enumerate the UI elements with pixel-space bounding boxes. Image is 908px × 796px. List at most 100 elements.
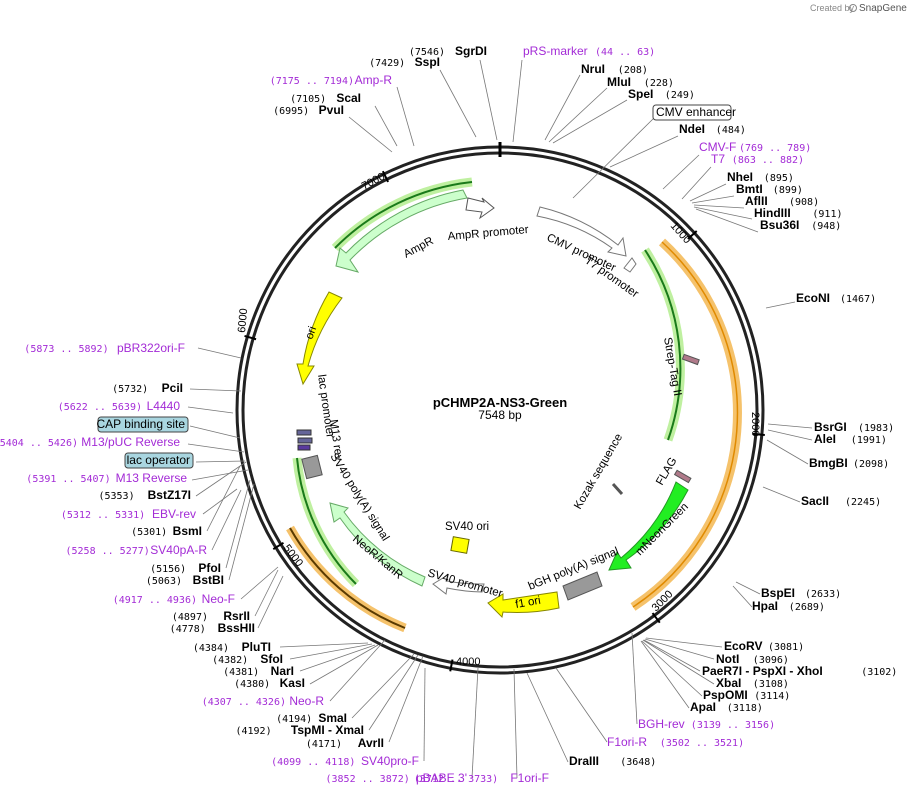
site-label[interactable]: RsrII(4897) <box>172 609 250 623</box>
site-label[interactable]: L4440(5622 .. 5639) <box>58 399 181 413</box>
site-name: NheI <box>727 170 753 184</box>
site-name: XbaI <box>716 676 741 690</box>
site-label[interactable]: EBV-rev(5312 .. 5331) <box>61 507 196 521</box>
site-label[interactable]: CAP binding site <box>97 416 189 433</box>
ampr-shape[interactable] <box>335 189 468 273</box>
site-label[interactable]: BssHII(4778) <box>170 621 255 635</box>
site-label[interactable]: EcoRV(3081) <box>724 639 804 653</box>
site-label[interactable]: SacII(2245) <box>801 494 881 508</box>
bgh-polya-shape[interactable] <box>562 571 603 601</box>
site-name: NarI <box>271 664 294 678</box>
site-label[interactable]: DraIII(3648) <box>569 754 656 768</box>
m13-rev-shape[interactable] <box>297 437 313 444</box>
site-label[interactable]: BsmI(5301) <box>131 524 202 538</box>
site-label[interactable]: Neo-F(4917 .. 4936) <box>113 592 235 606</box>
site-label[interactable]: pBR322ori-F(5873 .. 5892) <box>24 341 185 355</box>
site-label[interactable]: Amp-R(7175 .. 7194) <box>270 73 393 87</box>
sv40-promoter-shape[interactable] <box>432 574 485 595</box>
site-label[interactable]: BmgBI(2098) <box>809 456 889 470</box>
site-label[interactable]: AflII(908) <box>745 194 819 208</box>
leader-line <box>643 639 701 672</box>
site-label[interactable]: BsrGI(1983) <box>814 420 894 434</box>
site-label[interactable]: lac operator <box>124 452 194 469</box>
site-label[interactable]: HindIII(911) <box>754 206 843 220</box>
site-label[interactable]: HpaI(2689) <box>752 599 825 613</box>
mneongreen-shape[interactable] <box>608 481 689 571</box>
site-label[interactable]: SmaI(4194) <box>276 711 347 725</box>
site-label[interactable]: SV40pA-R(5258 .. 5277) <box>66 543 208 557</box>
ampr-promoter-shape[interactable] <box>465 197 495 220</box>
site-label[interactable]: SfoI(4382) <box>212 652 283 666</box>
site-label[interactable]: AvrII(4171) <box>306 736 384 750</box>
strep-tag-shape[interactable] <box>681 353 700 366</box>
leader-line <box>767 423 813 429</box>
sv40-ori-shape[interactable] <box>450 536 470 554</box>
site-label[interactable]: F1ori-F(3712 .. 3733) <box>414 771 549 785</box>
plasmid-name: pCHMP2A-NS3-Green <box>433 395 567 410</box>
site-label[interactable]: EcoNI(1467) <box>796 291 876 305</box>
site-label[interactable]: PfoI(5156) <box>150 561 221 575</box>
site-name: Neo-R <box>289 694 324 708</box>
site-label[interactable]: BspEI(2633) <box>761 586 841 600</box>
site-label[interactable]: ScaI(7105) <box>290 91 361 105</box>
cmv-promoter-shape[interactable] <box>536 206 627 257</box>
site-label[interactable]: F1ori-R(3502 .. 3521) <box>607 735 744 749</box>
flag-shape[interactable] <box>673 469 692 484</box>
feature-label-sv40-ori: SV40 ori <box>445 521 489 533</box>
site-position: (7105) <box>290 94 326 105</box>
site-label[interactable]: KasI(4380) <box>234 676 305 690</box>
site-label[interactable]: NdeI(484) <box>679 122 746 136</box>
site-label[interactable]: ApaI(3118) <box>690 700 763 714</box>
site-label[interactable]: pBABE 3'(3852 .. 3872) <box>326 771 467 785</box>
site-label[interactable]: pRS-marker(44 .. 63) <box>523 44 655 58</box>
site-label[interactable]: NotI(3096) <box>716 652 789 666</box>
site-label[interactable]: AleI(1991) <box>814 432 887 446</box>
site-label[interactable]: PluTI(4384) <box>193 640 271 654</box>
site-position: (2245) <box>845 497 881 508</box>
leader-line <box>732 585 753 608</box>
site-label[interactable]: NruI(208) <box>581 62 648 76</box>
site-label[interactable]: BmtI(899) <box>736 182 803 196</box>
site-position: (3096) <box>753 655 789 666</box>
site-label[interactable]: PspOMI(3114) <box>703 688 790 702</box>
site-name: BsrGI <box>814 420 847 434</box>
site-label[interactable]: PvuI(6995) <box>273 103 344 117</box>
site-label[interactable]: SpeI(249) <box>628 87 695 101</box>
site-label[interactable]: BstZ17I(5353) <box>98 488 191 502</box>
site-label[interactable]: CMV-F(769 .. 789) <box>699 140 811 154</box>
lac-promoter-shape[interactable] <box>296 429 312 436</box>
site-label[interactable]: NheI(895) <box>727 170 794 184</box>
site-position: (208) <box>618 65 648 76</box>
site-label[interactable]: T7(863 .. 882) <box>711 152 804 166</box>
f1-ori-shape[interactable] <box>487 591 560 619</box>
site-label[interactable]: SgrDI(7546) <box>409 44 487 58</box>
sv40-polya-shape[interactable] <box>301 454 323 480</box>
site-label[interactable]: Neo-R(4307 .. 4326) <box>202 694 325 708</box>
site-label[interactable]: M13 Reverse(5391 .. 5407) <box>26 471 187 485</box>
site-label[interactable]: NarI(4381) <box>223 664 294 678</box>
t7-promoter-shape[interactable] <box>623 257 637 273</box>
site-label[interactable]: PaeR7I - PspXI - XhoI(3102) <box>702 664 897 678</box>
site-label[interactable]: Bsu36I(948) <box>760 218 841 232</box>
leader-line <box>189 425 241 439</box>
site-label[interactable]: SspI(7429) <box>369 55 440 69</box>
site-label[interactable]: M13/pUC Reverse(5404 .. 5426) <box>0 435 180 449</box>
site-position: (4897) <box>172 612 208 623</box>
site-label[interactable]: BGH-rev(3139 .. 3156) <box>638 717 775 731</box>
site-name: BssHII <box>218 621 255 635</box>
leader-lines <box>187 59 813 779</box>
tick-mark <box>244 334 257 341</box>
site-label[interactable]: TspMI - XmaI(4192) <box>235 723 364 737</box>
neor-kanr-shape[interactable] <box>329 502 426 587</box>
site-name: PfoI <box>198 561 221 575</box>
site-label[interactable]: CMV enhancer <box>652 104 736 121</box>
site-position: (3114) <box>754 691 790 702</box>
site-label[interactable]: XbaI(3108) <box>716 676 789 690</box>
site-label[interactable]: BstBI(5063) <box>146 573 224 587</box>
site-label[interactable]: SV40pro-F(4099 .. 4118) <box>271 754 419 768</box>
site-label[interactable]: MluI(228) <box>607 75 674 89</box>
site-label[interactable]: PciI(5732) <box>112 381 183 395</box>
ori-shape[interactable] <box>296 291 343 386</box>
site-name: pRS-marker <box>523 44 588 58</box>
feature-label-ori: ori <box>304 325 320 341</box>
